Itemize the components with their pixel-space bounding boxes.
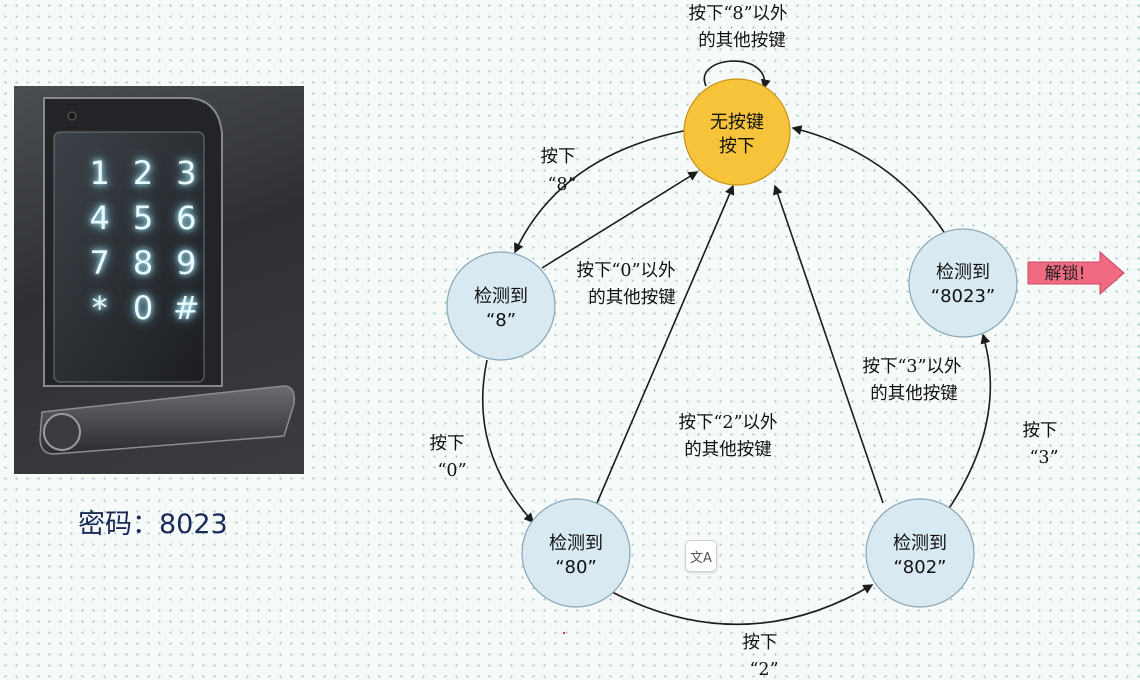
edge-80-to-802	[611, 584, 874, 626]
state-detected-80	[521, 498, 631, 608]
unlock-arrow	[1027, 250, 1125, 296]
label-from802-back-2: 的其他按键	[870, 384, 958, 404]
key-8: 8	[132, 243, 154, 282]
label-from80-back-1: 按下“2”以外	[678, 413, 777, 433]
label-start-to-8-1: 按下	[541, 147, 576, 167]
key-1: 1	[89, 153, 110, 192]
state-80-line1: 检测到	[549, 533, 603, 554]
state-idle	[683, 78, 791, 186]
key-2: 2	[132, 153, 154, 192]
door-lock-illustration	[39, 97, 296, 455]
password-caption: 密码：8023	[78, 509, 228, 540]
edge-8-to-80	[481, 359, 535, 524]
edge-self-loop	[703, 60, 771, 90]
label-from80-back-2: 的其他按键	[684, 440, 772, 460]
edge-8-to-start	[541, 171, 699, 269]
label-from802-back-1: 按下“3”以外	[862, 357, 961, 377]
state-idle-line1: 无按键	[710, 112, 764, 133]
state-idle-line2: 按下	[719, 136, 755, 157]
state-detected-802	[865, 498, 975, 608]
state-8023-line1: 检测到	[936, 262, 990, 283]
key-3: 3	[176, 153, 197, 192]
state-80-line2: “80”	[555, 557, 597, 578]
state-802-line2: “802”	[893, 557, 946, 578]
state-detected-8	[446, 251, 556, 361]
unlock-label: 解锁!	[1045, 264, 1086, 284]
door-lock-image: 1 2 3 4 5 6 7 8 9 * 0 #	[14, 86, 304, 474]
state-8-line1: 检测到	[474, 286, 528, 307]
key-6: 6	[176, 198, 197, 237]
label-self-loop-2: 的其他按键	[698, 31, 786, 51]
label-802-to-8023-2: “3”	[1029, 448, 1058, 468]
edge-start-to-8	[514, 129, 689, 254]
key-4: 4	[89, 198, 110, 237]
label-from8-back-2: 的其他按键	[588, 288, 676, 308]
edge-8023-to-start	[791, 125, 945, 233]
cursor-dot	[563, 632, 565, 634]
label-80-to-802-1: 按下	[743, 633, 778, 653]
keypad: 1 2 3 4 5 6 7 8 9 * 0 #	[78, 150, 208, 330]
label-8-to-80-2: “0”	[437, 461, 466, 481]
key-9: 9	[176, 243, 197, 282]
translate-icon[interactable]: 文A	[685, 540, 717, 572]
key-hash: #	[172, 288, 200, 327]
label-80-to-802-2: “2”	[749, 660, 778, 680]
label-from8-back-1: 按下“0”以外	[576, 261, 675, 281]
key-star: *	[91, 288, 108, 327]
key-5: 5	[132, 198, 154, 237]
state-8023-line2: “8023”	[931, 286, 995, 307]
state-8-line2: “8”	[486, 310, 516, 331]
label-start-to-8-2: “8”	[547, 175, 576, 195]
edge-80-to-start	[596, 184, 735, 504]
key-0: 0	[132, 288, 154, 327]
key-7: 7	[89, 243, 110, 282]
label-self-loop-1: 按下“8”以外	[688, 4, 787, 24]
state-802-line1: 检测到	[893, 533, 947, 554]
edge-802-to-start	[773, 184, 884, 504]
label-802-to-8023-1: 按下	[1023, 421, 1058, 441]
label-8-to-80-1: 按下	[430, 434, 465, 454]
state-detected-8023	[908, 228, 1018, 338]
edge-802-to-8023	[947, 333, 992, 511]
